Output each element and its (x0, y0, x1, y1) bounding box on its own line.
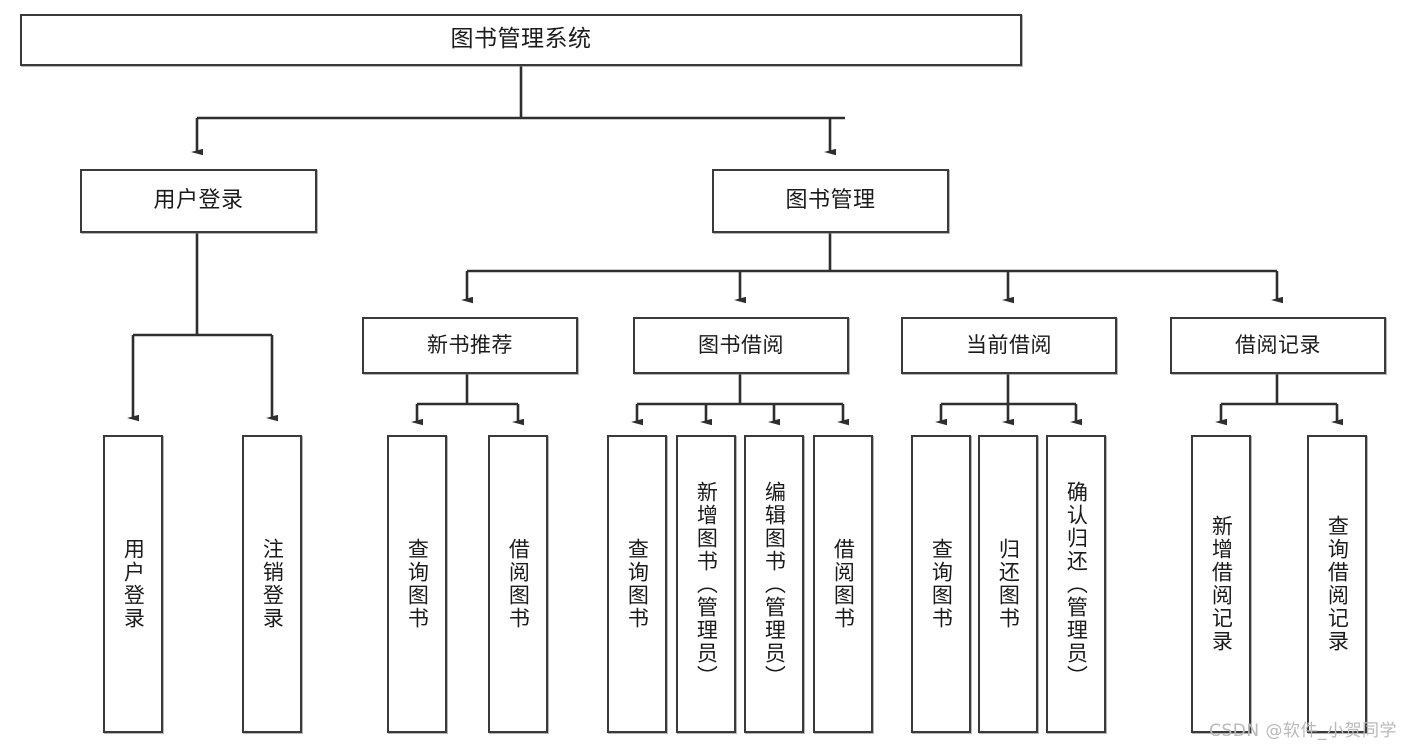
leaf-query-book-current[interactable]: 查询图书 (911, 435, 971, 733)
leaf-logout[interactable]: 注销登录 (242, 435, 302, 733)
node-book-management[interactable]: 图书管理 (712, 169, 949, 233)
leaf-edit-book-admin-label: 编辑图书（管理员） (762, 480, 787, 688)
leaf-borrow-book-label: 借阅图书 (831, 538, 856, 630)
node-current-borrow[interactable]: 当前借阅 (901, 317, 1117, 374)
node-user-login[interactable]: 用户登录 (80, 169, 317, 233)
leaf-add-borrow-record[interactable]: 新增借阅记录 (1191, 435, 1251, 733)
leaf-query-book-borrow-label: 查询图书 (625, 538, 650, 630)
leaf-confirm-return-admin-label: 确认归还（管理员） (1064, 480, 1089, 688)
leaf-add-borrow-record-label: 新增借阅记录 (1209, 515, 1234, 653)
leaf-edit-book-admin[interactable]: 编辑图书（管理员） (744, 435, 804, 733)
node-book-management-label: 图书管理 (785, 188, 876, 214)
leaf-query-borrow-record-label: 查询借阅记录 (1325, 515, 1350, 653)
node-root-label: 图书管理系统 (450, 26, 592, 53)
node-user-login-label: 用户登录 (153, 188, 244, 214)
leaf-borrow-book-new-label: 借阅图书 (506, 538, 531, 630)
leaf-return-book-label: 归还图书 (996, 538, 1021, 630)
node-new-book-recommend[interactable]: 新书推荐 (362, 317, 578, 374)
leaf-add-book-admin[interactable]: 新增图书（管理员） (676, 435, 736, 733)
node-root[interactable]: 图书管理系统 (20, 14, 1022, 66)
leaf-confirm-return-admin[interactable]: 确认归还（管理员） (1046, 435, 1106, 733)
node-current-borrow-label: 当前借阅 (966, 333, 1052, 358)
node-new-book-recommend-label: 新书推荐 (427, 333, 513, 358)
csdn-watermark: CSDN @软件_小贺同学 (1209, 721, 1397, 741)
node-book-borrow-label: 图书借阅 (698, 333, 784, 358)
leaf-user-login[interactable]: 用户登录 (103, 435, 163, 733)
leaf-query-book-new[interactable]: 查询图书 (387, 435, 447, 733)
leaf-borrow-book[interactable]: 借阅图书 (813, 435, 873, 733)
leaf-query-borrow-record[interactable]: 查询借阅记录 (1307, 435, 1367, 733)
leaf-return-book[interactable]: 归还图书 (978, 435, 1038, 733)
leaf-add-book-admin-label: 新增图书（管理员） (694, 480, 719, 688)
leaf-logout-label: 注销登录 (260, 538, 285, 630)
leaf-query-book-borrow[interactable]: 查询图书 (607, 435, 667, 733)
leaf-query-book-new-label: 查询图书 (405, 538, 430, 630)
node-borrow-record-label: 借阅记录 (1235, 333, 1321, 358)
node-book-borrow[interactable]: 图书借阅 (633, 317, 849, 374)
leaf-query-book-current-label: 查询图书 (929, 538, 954, 630)
leaf-user-login-label: 用户登录 (121, 538, 146, 630)
node-borrow-record[interactable]: 借阅记录 (1170, 317, 1386, 374)
leaf-borrow-book-new[interactable]: 借阅图书 (488, 435, 548, 733)
